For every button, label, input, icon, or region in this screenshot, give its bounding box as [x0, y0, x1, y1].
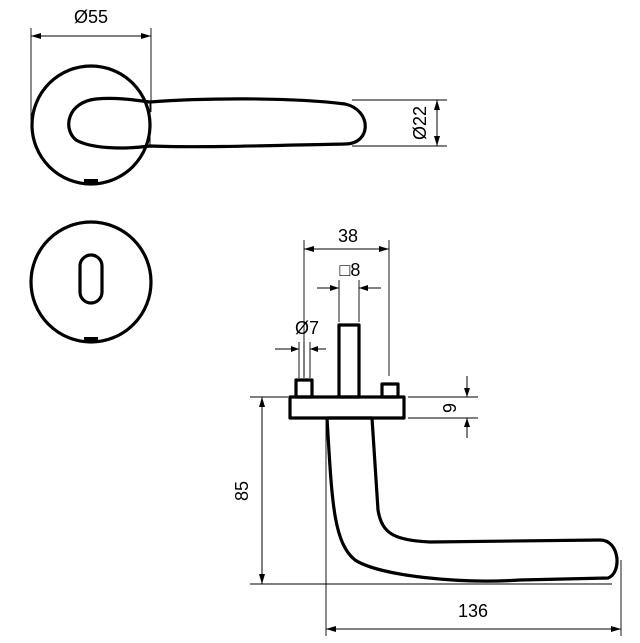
spindle: [337, 323, 361, 399]
rose-notch: [84, 179, 98, 184]
spindle-square-label: □8: [340, 260, 361, 280]
arrow-icon: [291, 346, 299, 352]
handle-length-label: 136: [458, 601, 488, 621]
keyhole-slot: [78, 253, 104, 305]
keyhole-rose-view: [29, 220, 153, 344]
arrow-icon: [434, 136, 440, 146]
rose-circle: [30, 64, 152, 186]
screw-diameter-label: Ø7: [295, 318, 319, 338]
arrow-icon: [611, 626, 621, 632]
escutcheon-notch: [84, 337, 98, 342]
rose-plate: [288, 395, 406, 420]
grip-diameter-label: Ø22: [410, 106, 430, 140]
arrow-icon: [464, 388, 470, 397]
arrow-icon: [379, 246, 389, 252]
arrow-icon: [304, 246, 314, 252]
arrow-icon: [259, 397, 265, 407]
arrow-icon: [359, 285, 368, 291]
arrow-icon: [141, 33, 151, 39]
span-label: 38: [338, 226, 358, 246]
arrow-icon: [326, 626, 336, 632]
arrow-icon: [464, 418, 470, 427]
arrow-icon: [31, 33, 41, 39]
side-view-handle: 38 □8 Ø7 9 85: [232, 226, 622, 636]
rose-diameter-label: Ø55: [74, 7, 108, 27]
handle-height-label: 85: [232, 481, 252, 501]
handle-grip-outline: [67, 96, 367, 150]
rose-thickness-label: 9: [440, 403, 460, 413]
screw-left: [294, 378, 314, 399]
arrow-icon: [434, 100, 440, 110]
arrow-icon: [259, 574, 265, 584]
escutcheon-circle: [29, 220, 153, 344]
lever-outline: [325, 416, 619, 583]
arrow-icon: [330, 285, 339, 291]
screw-right: [380, 382, 400, 399]
top-view-handle: Ø55 Ø22: [30, 7, 447, 186]
arrow-icon: [310, 346, 318, 352]
